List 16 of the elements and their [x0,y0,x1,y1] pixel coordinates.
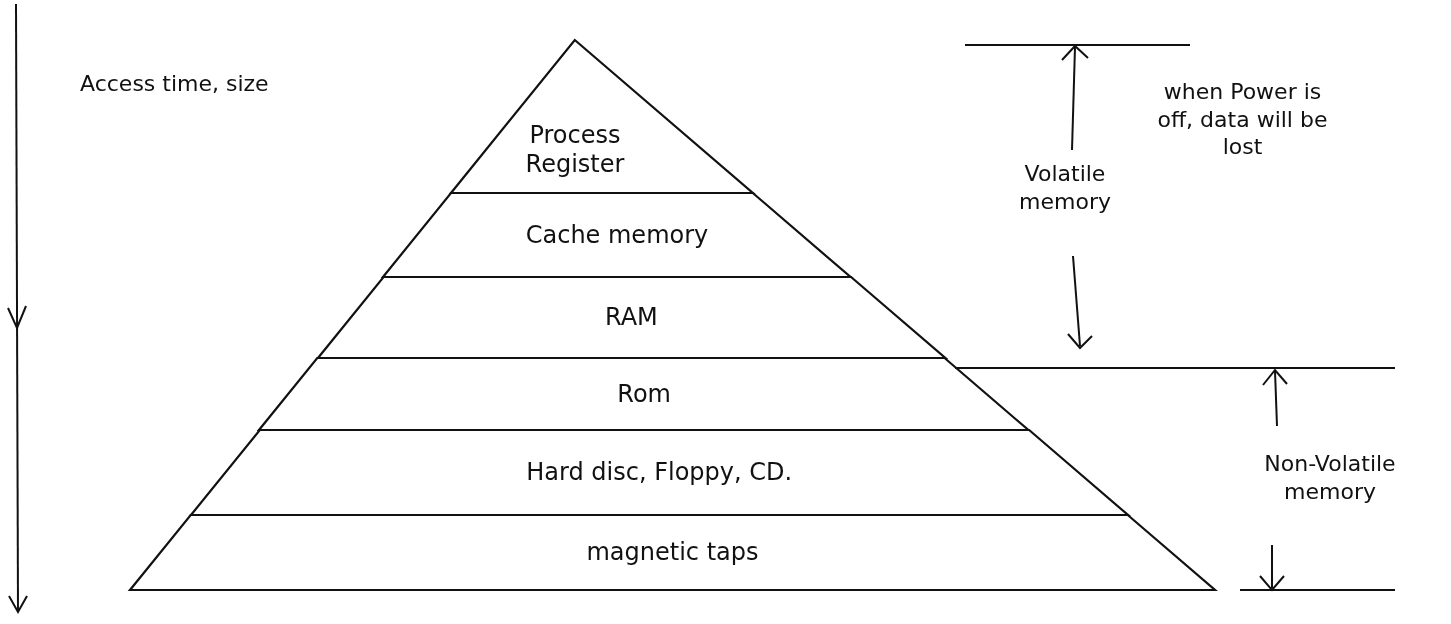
pyramid-layer [383,193,851,277]
layer-label: RAM [603,303,659,332]
side-label: Volatile memory [1018,160,1112,215]
side-label: Non-Volatile memory [1263,450,1397,505]
pyramid-apex-section [451,40,753,193]
pyramid-layer [130,515,1215,590]
layer-label: Hard disc, Floppy, CD. [525,458,794,487]
note-text: when Power is off, data will be lost [1156,78,1329,161]
layer-label: Cache memory [524,220,710,250]
pyramid-layer [317,277,945,358]
pyramid-layer [259,358,1029,430]
side-label: Access time, size [80,70,270,98]
layer-label: Rom [616,379,672,409]
pyramid-layer [190,430,1128,515]
layer-label: Process Register [524,121,626,179]
layer-label: magnetic taps [585,538,760,567]
